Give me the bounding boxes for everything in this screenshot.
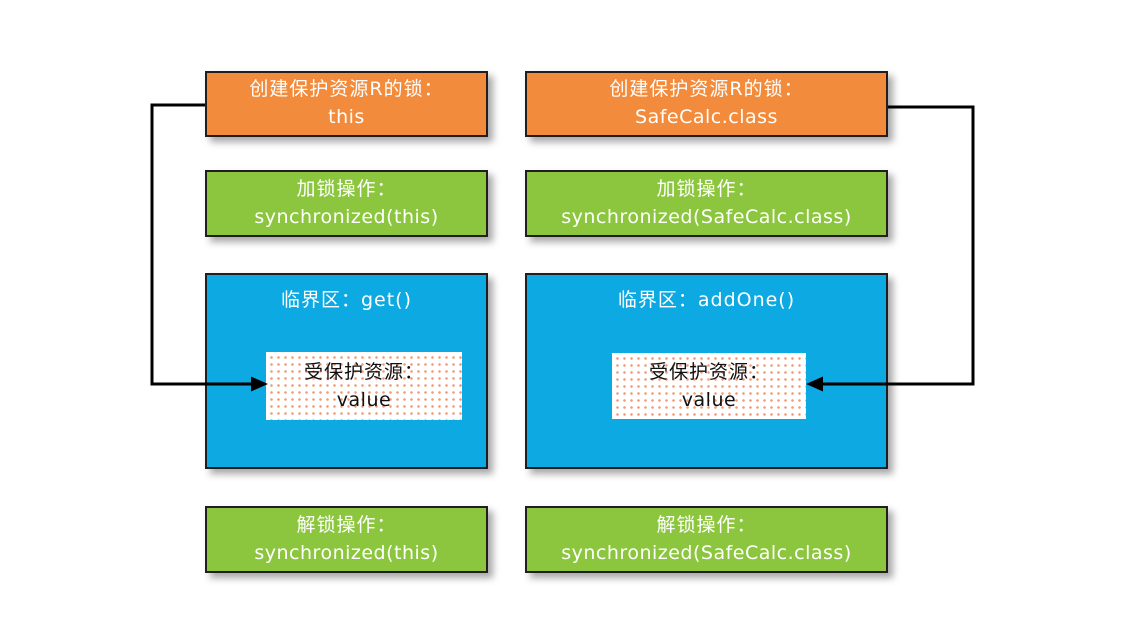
right-create-lock-box: 创建保护资源R的锁： SafeCalc.class (525, 71, 888, 137)
left-critical-section-box: 临界区：get() 受保护资源： value (205, 273, 488, 469)
right-resource-label: 受保护资源： (648, 360, 769, 383)
right-resource-value: value (681, 389, 737, 411)
right-unlock-label: 解锁操作： (656, 513, 757, 536)
right-lock-value: synchronized(SafeCalc.class) (561, 205, 852, 228)
left-lock-value: synchronized(this) (254, 205, 439, 228)
left-unlock-value: synchronized(this) (254, 541, 439, 564)
left-resource-value: value (336, 389, 392, 411)
right-critical-header: 临界区：addOne() (617, 289, 796, 311)
left-lock-box: 加锁操作： synchronized(this) (205, 170, 488, 237)
left-unlock-label: 解锁操作： (296, 513, 397, 536)
left-create-lock-label: 创建保护资源R的锁： (249, 78, 444, 101)
right-unlock-box: 解锁操作： synchronized(SafeCalc.class) (525, 506, 888, 573)
left-protected-resource-box: 受保护资源： value (266, 352, 462, 420)
right-create-lock-value: SafeCalc.class (635, 106, 778, 128)
right-protected-resource-box: 受保护资源： value (612, 353, 806, 419)
left-create-lock-box: 创建保护资源R的锁： this (205, 71, 488, 137)
right-lock-box: 加锁操作： synchronized(SafeCalc.class) (525, 170, 888, 237)
left-resource-label: 受保护资源： (303, 360, 424, 383)
left-lock-label: 加锁操作： (296, 177, 397, 200)
right-unlock-value: synchronized(SafeCalc.class) (561, 541, 852, 564)
left-critical-header: 临界区：get() (280, 289, 413, 311)
right-create-lock-label: 创建保护资源R的锁： (609, 78, 804, 101)
right-critical-section-box: 临界区：addOne() 受保护资源： value (525, 273, 888, 469)
right-lock-label: 加锁操作： (656, 177, 757, 200)
left-unlock-box: 解锁操作： synchronized(this) (205, 506, 488, 573)
left-create-lock-value: this (328, 106, 365, 128)
